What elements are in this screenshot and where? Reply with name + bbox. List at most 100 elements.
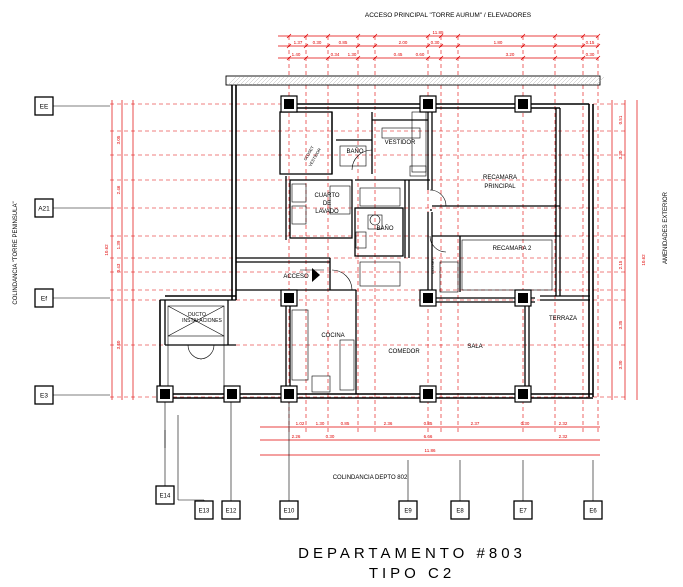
bottom-dim-label: 2.32 bbox=[559, 421, 568, 426]
left-dim-label: 0.43 bbox=[116, 263, 121, 272]
fixtures bbox=[167, 111, 553, 394]
left-dimensions bbox=[111, 100, 134, 400]
top-dim-label: 3.20 bbox=[506, 52, 515, 57]
drawing-title: DEPARTAMENTO #803 bbox=[298, 545, 526, 562]
bottom-dim-label: 2.32 bbox=[559, 434, 568, 439]
top-dim-label: 2.00 bbox=[399, 40, 408, 45]
axis-marker-label: E10 bbox=[284, 509, 295, 515]
room-comedor: COMEDOR bbox=[388, 349, 420, 355]
room-acceso: ACCESO bbox=[283, 274, 309, 280]
left-dim-label: 2.46 bbox=[116, 185, 121, 194]
right-side-caption: AMENIDADES EXTERIOR bbox=[663, 191, 669, 264]
columns bbox=[156, 95, 532, 403]
acceso-arrow-icon bbox=[312, 268, 320, 282]
axis-marker bbox=[34, 288, 54, 308]
top-dim-label: 1.80 bbox=[494, 40, 503, 45]
axis-marker-label: Ef bbox=[41, 296, 47, 303]
axis-marker-label: E14 bbox=[160, 494, 171, 500]
axis-marker bbox=[34, 198, 54, 218]
column-core bbox=[284, 99, 294, 109]
bottom-dim-label: 1.02 bbox=[296, 421, 305, 426]
bottom-dim-label: 1.30 bbox=[316, 421, 325, 426]
top-dim-label: 1.30 bbox=[348, 52, 357, 57]
right-dim-label: 3.30 bbox=[618, 360, 623, 369]
axis-marker bbox=[34, 96, 54, 116]
column-core bbox=[160, 389, 170, 399]
room-cocina: COCINA bbox=[321, 333, 344, 339]
axis-marker-label: E8 bbox=[456, 509, 464, 515]
bottom-dim-label: 0.30 bbox=[521, 421, 530, 426]
bottom-dim-label: 2.36 bbox=[384, 421, 393, 426]
right-dimensions bbox=[611, 100, 638, 400]
axis-marker-label: A21 bbox=[38, 206, 50, 213]
bottom-caption: COLINDANCIA DEPTO 802 bbox=[333, 475, 408, 481]
column-core bbox=[518, 293, 528, 303]
top-dimensions bbox=[278, 33, 601, 61]
axis-marker bbox=[583, 500, 603, 520]
room-bano2: BAÑO bbox=[376, 225, 393, 232]
axis-marker-label: E3 bbox=[40, 393, 48, 400]
axis-marker-label: E13 bbox=[199, 509, 210, 515]
left-side-caption: COLINDANCIA "TORRE PENINSULA" bbox=[13, 201, 19, 304]
left-dim-label: 3.40 bbox=[116, 340, 121, 349]
axis-marker bbox=[34, 385, 54, 405]
column-core bbox=[227, 389, 237, 399]
right-dim-label: 2.15 bbox=[618, 260, 623, 269]
room-labels: BAÑO VESTIDOR RECAMARA PRINCIPAL CUARTO … bbox=[182, 140, 577, 355]
right-dim-label: 3.35 bbox=[618, 320, 623, 329]
top-caption: ACCESO PRINCIPAL "TORRE AURUM" / ELEVADO… bbox=[365, 12, 532, 19]
column-core bbox=[518, 99, 528, 109]
room-terraza: TERRAZA bbox=[549, 316, 577, 322]
right-dim-label: 0.51 bbox=[618, 115, 623, 124]
column-core bbox=[423, 293, 433, 303]
exterior-walls bbox=[159, 85, 594, 399]
column-core bbox=[284, 389, 294, 399]
axis-marker bbox=[194, 500, 214, 520]
room-cuarto-lavado-1: CUARTO bbox=[314, 193, 339, 199]
axis-marker bbox=[155, 485, 175, 505]
top-dim-label: 1.37 bbox=[294, 40, 303, 45]
room-vestidor: VESTIDOR bbox=[385, 140, 416, 146]
top-dim-label: 0.30 bbox=[586, 52, 595, 57]
bottom-dim-label: 0.30 bbox=[326, 434, 335, 439]
column-core bbox=[423, 99, 433, 109]
top-dim-label: 0.34 bbox=[331, 52, 340, 57]
top-dim-label: 0.30 bbox=[431, 40, 440, 45]
column-core bbox=[284, 293, 294, 303]
axis-lines bbox=[52, 105, 594, 503]
top-dim-label: 0.60 bbox=[416, 52, 425, 57]
top-dim-label: 0.85 bbox=[339, 40, 348, 45]
room-recamara-principal: RECAMARA bbox=[483, 175, 517, 181]
axis-marker-label: E6 bbox=[589, 509, 597, 515]
axis-marker-label: EE bbox=[40, 104, 49, 111]
top-dim-label: 0.45 bbox=[394, 52, 403, 57]
column-core bbox=[518, 389, 528, 399]
axis-marker bbox=[450, 500, 470, 520]
room-sala: SALA bbox=[467, 344, 482, 350]
axis-marker-label: E12 bbox=[226, 509, 237, 515]
column-core bbox=[423, 389, 433, 399]
interior-walls bbox=[160, 108, 590, 394]
room-cuarto-lavado-2: DE bbox=[323, 201, 331, 207]
left-total-dim: 10.62 bbox=[104, 244, 109, 256]
side-dim-labels: 3.052.461.390.433.4010.620.513.302.153.3… bbox=[104, 115, 646, 369]
axis-marker bbox=[279, 500, 299, 520]
axis-marker-label: E7 bbox=[519, 509, 527, 515]
top-total-dim: 11.85 bbox=[433, 30, 444, 35]
axis-marker bbox=[513, 500, 533, 520]
bottom-dim-label: 2.26 bbox=[292, 434, 301, 439]
red-grid-lines bbox=[110, 36, 625, 432]
right-total-dim: 10.62 bbox=[641, 254, 646, 266]
top-dim-label: 0.15 bbox=[586, 40, 595, 45]
axis-marker bbox=[398, 500, 418, 520]
room-bano1: BAÑO bbox=[346, 148, 363, 155]
left-dim-label: 1.39 bbox=[116, 240, 121, 249]
bottom-dim-label: 0.85 bbox=[424, 421, 433, 426]
room-recamara-principal-2: PRINCIPAL bbox=[484, 184, 516, 190]
